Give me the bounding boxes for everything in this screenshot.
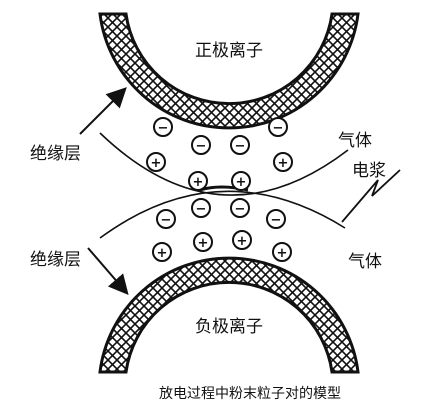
svg-text:−: −	[161, 213, 172, 228]
bottom-electrode-label: 负极离子	[195, 317, 263, 337]
ion-negative: −	[268, 117, 288, 137]
insulation-top-label: 绝缘层	[30, 144, 81, 164]
insulation-bottom-arrow	[87, 247, 129, 296]
insulation-bottom-label: 绝缘层	[30, 250, 81, 270]
ion-positive: +	[193, 232, 213, 252]
svg-text:−: −	[196, 139, 207, 154]
svg-text:−: −	[235, 139, 246, 154]
ion-positive: +	[272, 242, 292, 262]
ion-positive: +	[152, 242, 172, 262]
figure-caption: 放电过程中粉末粒子对的模型	[159, 386, 341, 402]
svg-text:−: −	[235, 202, 246, 217]
insulation-top-arrow	[79, 87, 127, 135]
svg-text:−: −	[271, 213, 282, 228]
ion-negative: −	[156, 209, 176, 229]
top-electrode-label: 正极离子	[195, 41, 263, 61]
gas-top-label: 气体	[338, 131, 372, 151]
svg-text:+: +	[237, 234, 248, 249]
ion-positive: +	[188, 171, 208, 191]
svg-text:+: +	[157, 246, 168, 261]
ion-negative: −	[153, 117, 173, 137]
plasma-pointer	[341, 169, 401, 223]
svg-text:+: +	[278, 156, 289, 171]
ion-negative: −	[191, 135, 211, 155]
ion-negative: −	[230, 135, 250, 155]
plasma-label: 电浆	[352, 161, 386, 181]
lower-particle-surface	[99, 190, 346, 239]
svg-text:+: +	[151, 156, 162, 171]
ion-negative: −	[230, 198, 250, 218]
svg-text:+: +	[236, 175, 247, 190]
ion-positive: +	[232, 230, 252, 250]
svg-text:−: −	[196, 202, 207, 217]
svg-text:−: −	[273, 121, 284, 136]
ion-positive: +	[231, 171, 251, 191]
svg-text:+: +	[193, 175, 204, 190]
top-electrode-crescent	[98, 12, 360, 130]
upper-particle-surface	[99, 132, 349, 196]
svg-text:−: −	[158, 121, 169, 136]
gas-bottom-label: 气体	[348, 252, 382, 272]
ion-positive: +	[146, 152, 166, 172]
bottom-electrode-crescent	[98, 256, 360, 374]
ion-negative: −	[266, 209, 286, 229]
ion-positive: +	[273, 152, 293, 172]
ion-negative: −	[191, 198, 211, 218]
svg-text:+: +	[277, 246, 288, 261]
svg-text:+: +	[198, 236, 209, 251]
